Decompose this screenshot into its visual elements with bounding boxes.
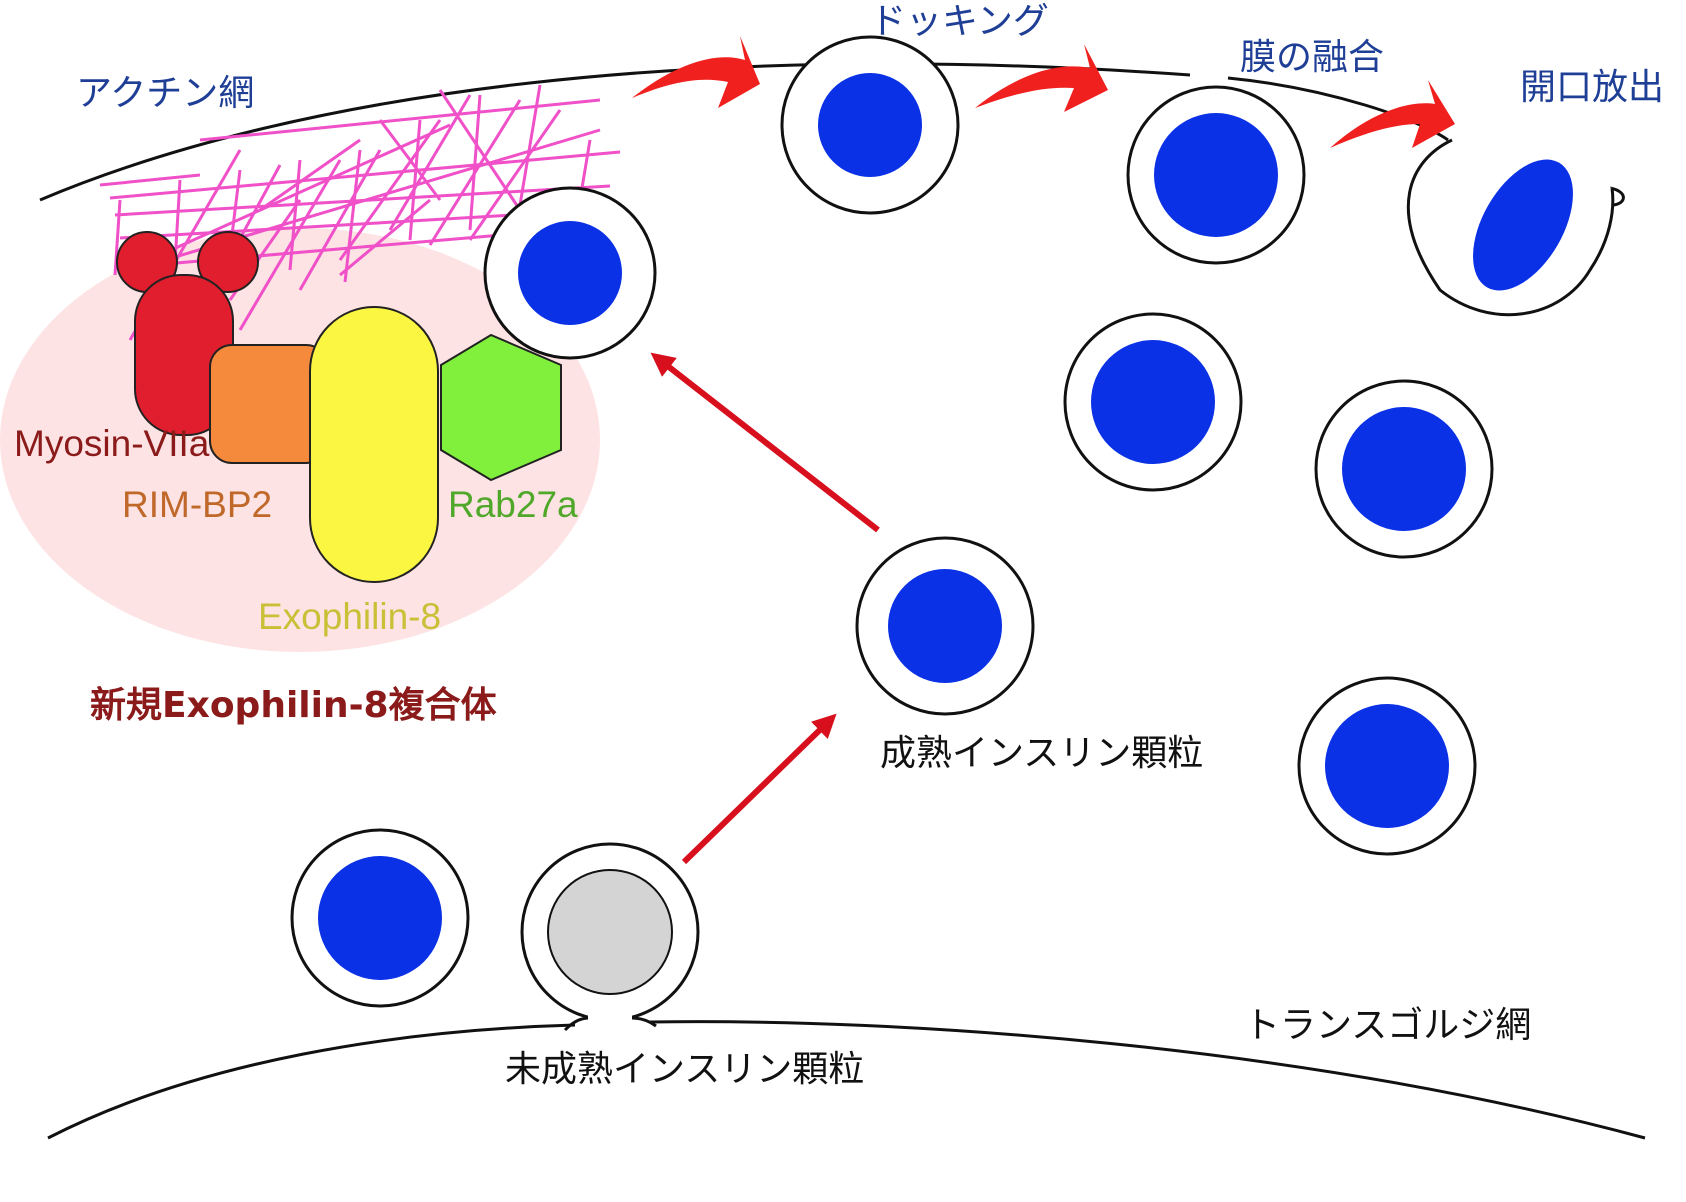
actin-filament	[468, 109, 562, 241]
actin-filament	[113, 199, 122, 276]
actin-filament	[99, 173, 201, 187]
granule-docking	[780, 35, 960, 215]
complex-label: 新規Exophilin-8複合体	[90, 685, 497, 726]
rab27a-label: Rab27a	[448, 484, 578, 525]
mature-granule-label: 成熟インスリン顆粒	[880, 733, 1204, 774]
trans-golgi-membrane	[47, 1020, 1646, 1140]
actin-filament	[378, 119, 442, 201]
granule-golgi-1	[290, 828, 470, 1008]
myosin-viia-label: Myosin-VIIa	[14, 423, 210, 464]
granules-layer	[290, 35, 1615, 1028]
granule-lower-1-core	[1325, 704, 1449, 828]
actin-filament	[428, 99, 522, 246]
actin-filament	[298, 149, 382, 291]
granule-complex	[483, 186, 657, 360]
actin-network-label: アクチン網	[76, 73, 255, 114]
granule-mature-core	[888, 569, 1002, 683]
granule-immature-core	[547, 869, 673, 995]
actin-filament	[338, 119, 442, 261]
rab27a-protein	[440, 333, 562, 482]
granule-golgi-1-core	[318, 856, 442, 980]
granule-immature	[520, 842, 700, 1028]
actin-filament	[199, 98, 601, 142]
actin-filament	[238, 159, 342, 331]
granule-mid-2	[1314, 379, 1494, 559]
actin-filament	[438, 89, 522, 211]
flow-arrow-2	[975, 44, 1108, 112]
actin-filament	[259, 138, 361, 212]
granule-complex-core	[518, 221, 622, 325]
granule-mid-1	[1063, 312, 1243, 492]
actin-filament	[288, 159, 302, 271]
docking-label: ドッキング	[870, 1, 1049, 42]
exocytosis-label: 開口放出	[1520, 67, 1665, 108]
myosin-head-right	[197, 231, 259, 293]
trans-golgi-label: トランスゴルジ網	[1244, 1005, 1532, 1046]
actin-filament	[343, 149, 362, 283]
exophilin-8-label: Exophilin-8	[258, 596, 442, 637]
plasma-membrane-right	[1609, 186, 1625, 207]
actin-filament	[339, 198, 431, 277]
flow-arrows	[632, 36, 1455, 148]
arrow-immature-to-mature	[681, 713, 837, 865]
granule-fusion-core	[1154, 113, 1278, 237]
granule-immature-bud-neck	[588, 1012, 632, 1028]
actin-filament	[468, 94, 482, 231]
granule-mid-1-core	[1091, 340, 1215, 464]
granule-mid-2-core	[1342, 407, 1466, 531]
arrow-mature-to-complex	[650, 352, 880, 533]
granule-mature	[855, 536, 1035, 716]
actin-filament	[117, 228, 561, 270]
granule-lower-1	[1297, 676, 1477, 856]
membrane-fusion-label: 膜の融合	[1240, 37, 1385, 78]
golgi-bud-right	[631, 1016, 657, 1028]
immature-granule-label: 未成熟インスリン顆粒	[505, 1049, 865, 1090]
exophilin-8-protein	[309, 306, 439, 583]
granule-fusion	[1126, 85, 1306, 265]
granule-docking-core	[818, 73, 922, 177]
flow-arrow-1	[632, 36, 760, 108]
granule-exocytosis-core	[1473, 159, 1573, 291]
rimbp2-label: RIM-BP2	[122, 484, 273, 525]
flow-arrow-3	[1330, 80, 1455, 148]
granule-exocytosis	[1406, 138, 1615, 317]
